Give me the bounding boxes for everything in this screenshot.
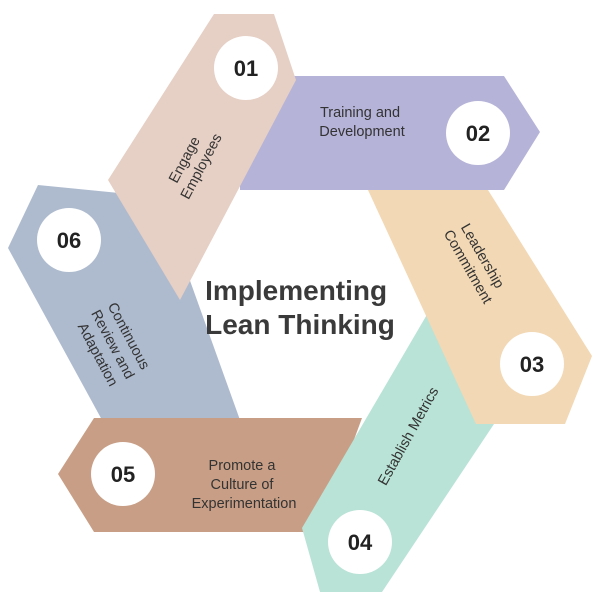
center-title: Implementing Lean Thinking <box>205 275 395 340</box>
center-title-line-2: Lean Thinking <box>205 309 395 340</box>
step-05-circle <box>91 442 155 506</box>
step-04-number: 04 <box>348 530 373 555</box>
step-06-number: 06 <box>57 228 81 253</box>
step-02-label: Training and Development <box>319 105 404 140</box>
step-06-circle <box>37 208 101 272</box>
step-03-number: 03 <box>520 352 544 377</box>
step-05-label: Promote a Culture of Experimentation <box>192 458 297 512</box>
step-05-label-line-2: Culture of <box>211 477 275 493</box>
step-02-label-line-1: Training and <box>320 105 400 121</box>
step-02-number: 02 <box>466 121 490 146</box>
center-title-line-1: Implementing <box>205 275 387 306</box>
step-04-circle <box>328 510 392 574</box>
step-03-circle <box>500 332 564 396</box>
step-05-number: 05 <box>111 462 135 487</box>
step-01-circle <box>214 36 278 100</box>
step-02-circle <box>446 101 510 165</box>
step-05-label-line-1: Promote a <box>209 458 277 474</box>
step-01-number: 01 <box>234 56 258 81</box>
step-05-label-line-3: Experimentation <box>192 496 297 512</box>
step-02-label-line-2: Development <box>319 124 404 140</box>
